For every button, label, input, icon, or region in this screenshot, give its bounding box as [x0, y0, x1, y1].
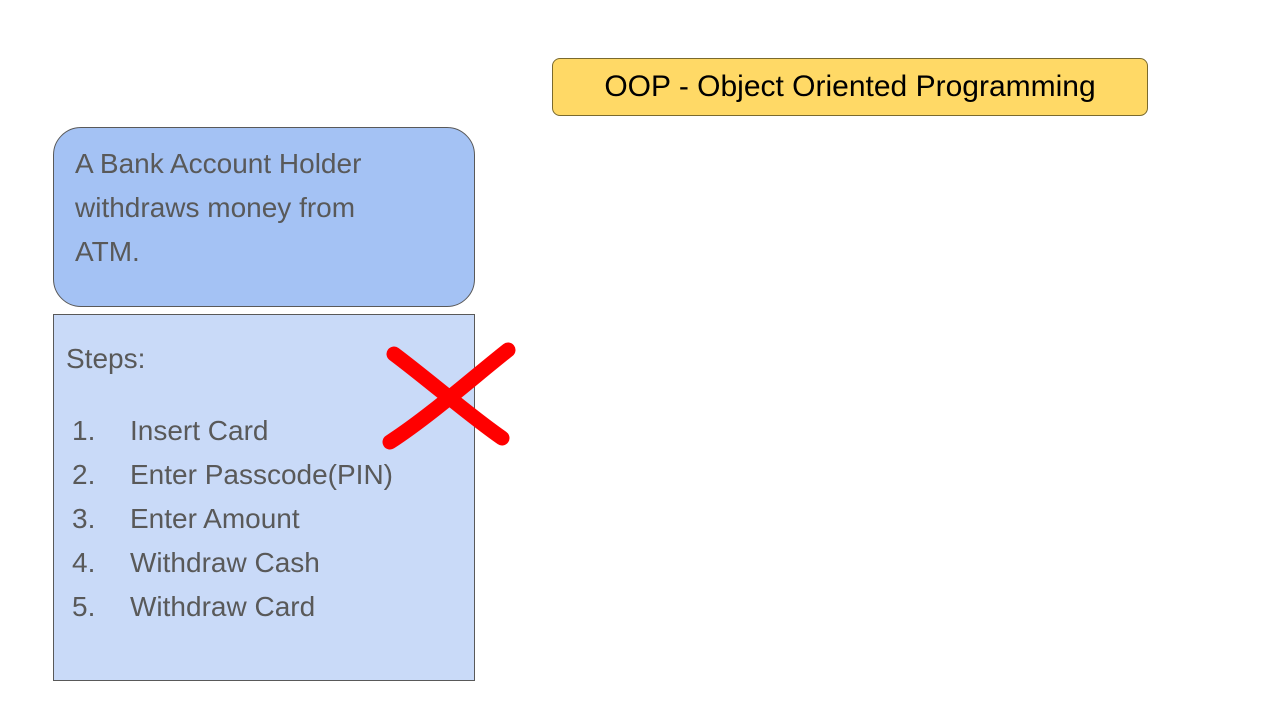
scenario-box: A Bank Account Holder withdraws money fr… — [53, 127, 475, 307]
step-number: 1. — [72, 415, 96, 446]
cross-stroke-2 — [382, 342, 516, 450]
step-text: Withdraw Cash — [130, 547, 320, 578]
step-item: 5. Withdraw Card — [66, 585, 474, 629]
step-item: 3. Enter Amount — [66, 497, 474, 541]
page-title: OOP - Object Oriented Programming — [604, 70, 1096, 103]
step-text: Withdraw Card — [130, 591, 316, 622]
step-text: Enter Amount — [130, 503, 300, 534]
scenario-line-3: ATM. — [75, 236, 140, 267]
step-number: 5. — [72, 591, 96, 622]
step-item: 4. Withdraw Cash — [66, 541, 474, 585]
steps-box: Steps: 1. Insert Card 2. Enter Passcode(… — [53, 314, 475, 681]
step-item: 2. Enter Passcode(PIN) — [66, 453, 474, 497]
scenario-line-2: withdraws money from — [75, 192, 356, 223]
scenario-line-1: A Bank Account Holder — [75, 148, 362, 179]
step-text: Insert Card — [130, 415, 269, 446]
step-text: Enter Passcode(PIN) — [130, 459, 393, 490]
step-item: 1. Insert Card — [66, 409, 474, 453]
steps-heading: Steps: — [66, 343, 146, 374]
steps-list: 1. Insert Card 2. Enter Passcode(PIN) 3.… — [66, 409, 474, 629]
step-number: 4. — [72, 547, 96, 578]
step-number: 2. — [72, 459, 96, 490]
title-box: OOP - Object Oriented Programming — [552, 58, 1148, 116]
red-x-cross-icon — [382, 342, 516, 450]
step-number: 3. — [72, 503, 96, 534]
